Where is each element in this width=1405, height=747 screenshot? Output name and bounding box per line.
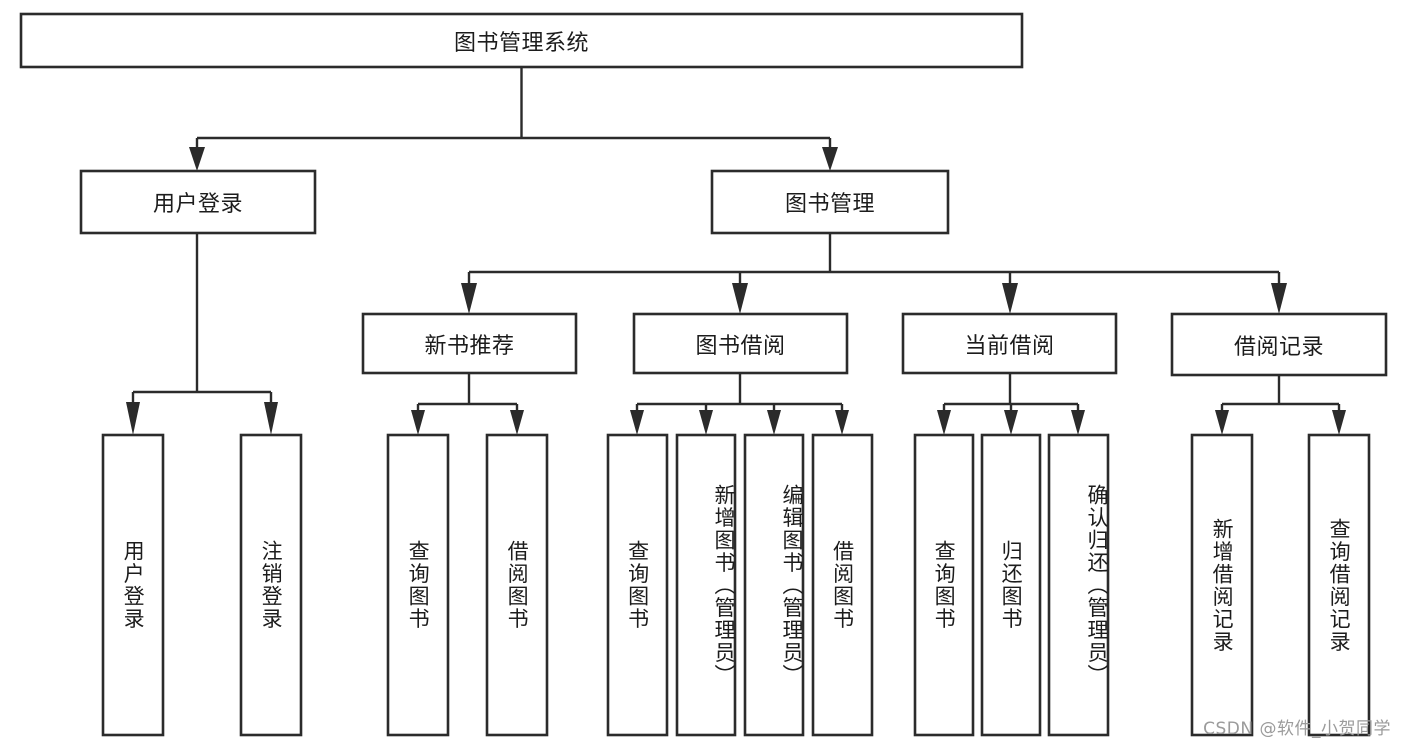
leaf-box-borrow-book[interactable] bbox=[811, 433, 874, 737]
leaf-box-query-book-newrec[interactable] bbox=[386, 433, 450, 737]
leaf-box-confirm-return-admin[interactable] bbox=[1047, 433, 1110, 737]
arrowhead-user-login bbox=[189, 147, 205, 171]
node-box-current-borrow[interactable] bbox=[901, 312, 1118, 375]
box-layer bbox=[19, 12, 1388, 737]
arrowhead-book-mgmt bbox=[822, 147, 838, 171]
node-box-user-login[interactable] bbox=[79, 169, 317, 235]
arrowhead-newbook-leaf1 bbox=[411, 410, 425, 435]
arrowhead-leaf-user-login bbox=[126, 402, 140, 435]
arrowhead-book-borrow bbox=[732, 283, 748, 314]
leaf-box-query-borrow-record[interactable] bbox=[1307, 433, 1371, 737]
arrowhead-record-leaf2 bbox=[1332, 410, 1346, 435]
leaf-box-user-login[interactable] bbox=[101, 433, 165, 737]
arrowhead-borrow-leaf2 bbox=[699, 410, 713, 435]
arrowhead-leaf-logout bbox=[264, 402, 278, 435]
leaf-box-query-book-borrow[interactable] bbox=[606, 433, 669, 737]
arrowhead-borrow-leaf3 bbox=[767, 410, 781, 435]
node-box-root[interactable] bbox=[19, 12, 1024, 69]
node-box-borrow-record[interactable] bbox=[1170, 312, 1388, 377]
arrowhead-borrow-leaf4 bbox=[835, 410, 849, 435]
leaf-box-add-book-admin[interactable] bbox=[675, 433, 737, 737]
leaf-box-borrow-book-newrec[interactable] bbox=[485, 433, 549, 737]
node-box-book-borrow[interactable] bbox=[632, 312, 849, 375]
arrowhead-current-leaf1 bbox=[937, 410, 951, 435]
arrowhead-new-book-rec bbox=[461, 283, 477, 314]
arrowhead-current-leaf2 bbox=[1004, 410, 1018, 435]
watermark-text: CSDN @软件_小贺同学 bbox=[1203, 719, 1391, 739]
leaf-box-logout[interactable] bbox=[239, 433, 303, 737]
leaf-box-query-book-current[interactable] bbox=[913, 433, 975, 737]
arrowhead-borrow-record bbox=[1271, 283, 1287, 314]
arrowhead-borrow-leaf1 bbox=[630, 410, 644, 435]
arrowhead-current-leaf3 bbox=[1071, 410, 1085, 435]
arrowhead-current-borrow bbox=[1002, 283, 1018, 314]
arrowhead-record-leaf1 bbox=[1215, 410, 1229, 435]
node-box-new-book-recommend[interactable] bbox=[361, 312, 578, 375]
node-box-book-management[interactable] bbox=[710, 169, 950, 235]
arrowhead-newbook-leaf2 bbox=[510, 410, 524, 435]
leaf-box-edit-book-admin[interactable] bbox=[743, 433, 805, 737]
connector-layer bbox=[126, 67, 1346, 435]
leaf-box-return-book[interactable] bbox=[980, 433, 1042, 737]
leaf-box-add-borrow-record[interactable] bbox=[1190, 433, 1254, 737]
